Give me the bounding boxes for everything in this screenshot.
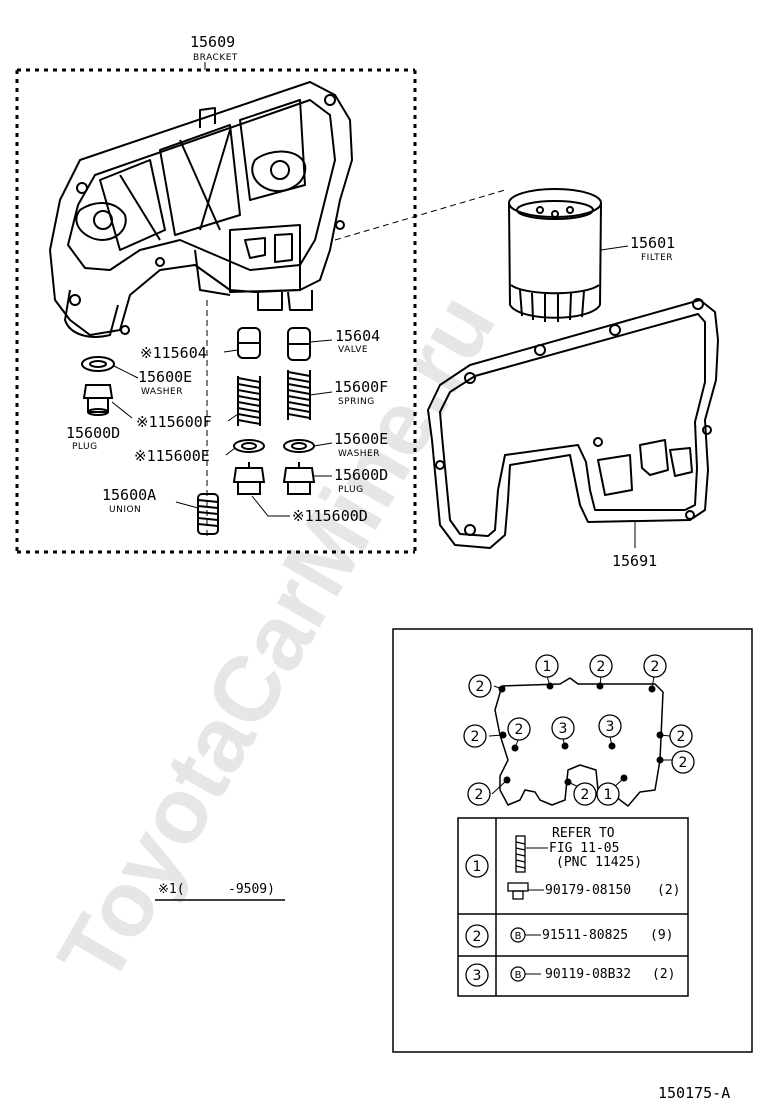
filter-number: 15601: [630, 234, 675, 252]
gasket-drawing: [427, 298, 719, 549]
callout-label: 2: [515, 722, 524, 738]
callout-label: 3: [559, 721, 568, 737]
plug-right-name: PLUG: [338, 485, 364, 495]
figure-code: 150175-A: [658, 1084, 730, 1102]
callout-circle: 2: [669, 724, 693, 748]
gasket-number: 15691: [612, 552, 657, 570]
bracket-drawing: [49, 81, 353, 338]
table-row-2-part: 91511-80825: [542, 928, 628, 943]
callout-circle: 3: [551, 716, 575, 740]
callout-circle: 2: [671, 750, 695, 774]
callout-label: 2: [651, 659, 660, 675]
spring-number: 15600F: [334, 378, 388, 396]
plug-left-name: PLUG: [72, 442, 98, 452]
union-drawing: [197, 493, 219, 535]
plug-left-drawing: [82, 384, 114, 416]
callout-circle: 1: [596, 782, 620, 806]
washer-mid-drawing: [233, 439, 265, 453]
callout-circle: 2: [507, 717, 531, 741]
table-row-3-qty: (2): [652, 967, 675, 982]
washer-right-number: 15600E: [334, 430, 388, 448]
callout-label: 2: [471, 729, 480, 745]
bracket-part-name: BRACKET: [193, 53, 238, 63]
table-row-3-prefix: B: [515, 970, 522, 981]
callout-circle: 2: [589, 654, 613, 678]
plug-left-number: 15600D: [66, 424, 120, 442]
table-row-1-key: 1: [473, 859, 482, 875]
inset-gasket-drawing: [494, 677, 664, 807]
spring-alt-number: ※115600F: [136, 413, 212, 431]
table-row-1: REFER TO FIG 11-05 (PNC 11425) 90179-081…: [507, 826, 680, 900]
spring-right-drawing: [287, 370, 311, 420]
valve-name: VALVE: [338, 345, 368, 355]
valve-number: 15604: [335, 327, 380, 345]
table-row-1-qty: (2): [657, 883, 680, 898]
table-row-3-part: 90119-08B32: [545, 967, 631, 982]
table-row-1-line-3: (PNC 11425): [556, 855, 642, 870]
valve-mid-drawing: [237, 327, 261, 359]
plug-mid-drawing: [232, 462, 266, 495]
note-symbol: ※1(: [158, 882, 185, 897]
union-number: 15600A: [102, 486, 156, 504]
plug-right-drawing: [282, 462, 316, 495]
callout-label: 3: [606, 719, 615, 735]
spring-mid-drawing: [237, 376, 261, 426]
washer-right-drawing: [283, 439, 315, 453]
washer-left-name: WASHER: [141, 387, 183, 397]
callout-circle: 2: [467, 782, 491, 806]
callout-circle: 2: [468, 674, 492, 698]
bolt-table: [457, 817, 689, 997]
callout-label: 1: [543, 659, 552, 675]
valve-right-drawing: [287, 327, 311, 361]
table-row-2-qty: (9): [650, 928, 673, 943]
callout-label: 2: [677, 729, 686, 745]
table-row-1-line-2: FIG 11-05: [549, 841, 619, 856]
callout-label: 2: [476, 679, 485, 695]
callout-label: 2: [679, 755, 688, 771]
table-row-2-prefix: B: [515, 931, 522, 942]
washer-left-drawing: [81, 356, 115, 372]
union-name: UNION: [109, 505, 141, 515]
filter-name: FILTER: [641, 253, 673, 263]
table-row-1-line-1: REFER TO: [552, 826, 615, 841]
washer-alt-number: ※115600E: [134, 447, 210, 465]
callout-circle: 3: [598, 714, 622, 738]
callout-circle: 2: [573, 782, 597, 806]
callout-label: 1: [604, 787, 613, 803]
stud-bolt-icon: [515, 835, 526, 873]
washer-left-number: 15600E: [138, 368, 192, 386]
callout-label: 2: [597, 659, 606, 675]
spring-name: SPRING: [338, 397, 375, 407]
table-key-circles: 1 2 3: [465, 854, 489, 987]
table-row-1-part: 90179-08150: [545, 883, 631, 898]
bracket-group-frame: [15, 68, 417, 554]
table-row-3: B 90119-08B32 (2): [510, 966, 675, 982]
callout-circle: 2: [643, 654, 667, 678]
valve-alt-number: ※115604: [140, 344, 207, 362]
note-label: ※1( -9509): [155, 882, 285, 901]
table-row-3-key: 3: [473, 968, 482, 984]
callout-label: 2: [475, 787, 484, 803]
filter-drawing: [508, 188, 602, 322]
plug-right-number: 15600D: [334, 466, 388, 484]
plug-alt-number: ※115600D: [292, 507, 368, 525]
table-row-2-key: 2: [473, 929, 482, 945]
bracket-part-number: 15609: [190, 33, 235, 51]
callout-circle: 1: [535, 654, 559, 678]
inset-box: [392, 628, 753, 1053]
callout-label: 2: [581, 787, 590, 803]
inset-callouts: 1 2 2 2 2 2 3 3 2 2 2 2 1: [463, 654, 695, 806]
flange-bolt-icon: [507, 882, 529, 900]
inset-leader-lines: [488, 675, 672, 795]
washer-right-name: WASHER: [338, 449, 380, 459]
callout-circle: 2: [463, 724, 487, 748]
note-range: -9509): [228, 882, 275, 897]
table-row-2: B 91511-80825 (9): [510, 927, 673, 943]
